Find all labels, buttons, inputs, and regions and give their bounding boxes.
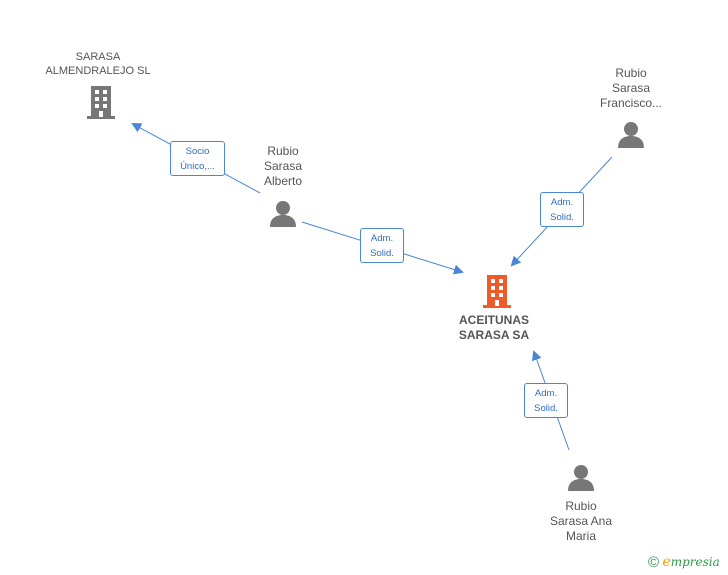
company-label-sarasa-almendralejo[interactable]: SARASA ALMENDRALEJO SL — [45, 51, 151, 77]
relation-label-adm-alberto[interactable]: Adm. Solid. — [360, 228, 404, 263]
person-label-rubio-alberto[interactable]: Rubio Sarasa Alberto — [263, 144, 303, 188]
brand-logo: © empresia — [648, 554, 720, 571]
relation-label-adm-francisco[interactable]: Adm. Solid. — [540, 192, 584, 227]
person-icon[interactable] — [268, 199, 298, 229]
person-label-rubio-ana-maria[interactable]: Rubio Sarasa Ana Maria — [549, 499, 613, 543]
company-label-aceitunas-sarasa[interactable]: ACEITUNAS SARASA SA — [458, 313, 530, 342]
building-icon[interactable] — [85, 84, 117, 120]
person-icon[interactable] — [566, 463, 596, 493]
relation-label-socio[interactable]: Socio Único,... — [170, 141, 225, 176]
copyright-icon: © — [648, 554, 660, 571]
person-icon[interactable] — [616, 120, 646, 150]
relation-label-adm-ana[interactable]: Adm. Solid. — [524, 383, 568, 418]
person-label-rubio-francisco[interactable]: Rubio Sarasa Francisco... — [599, 66, 662, 110]
building-icon-focus[interactable] — [481, 273, 513, 309]
